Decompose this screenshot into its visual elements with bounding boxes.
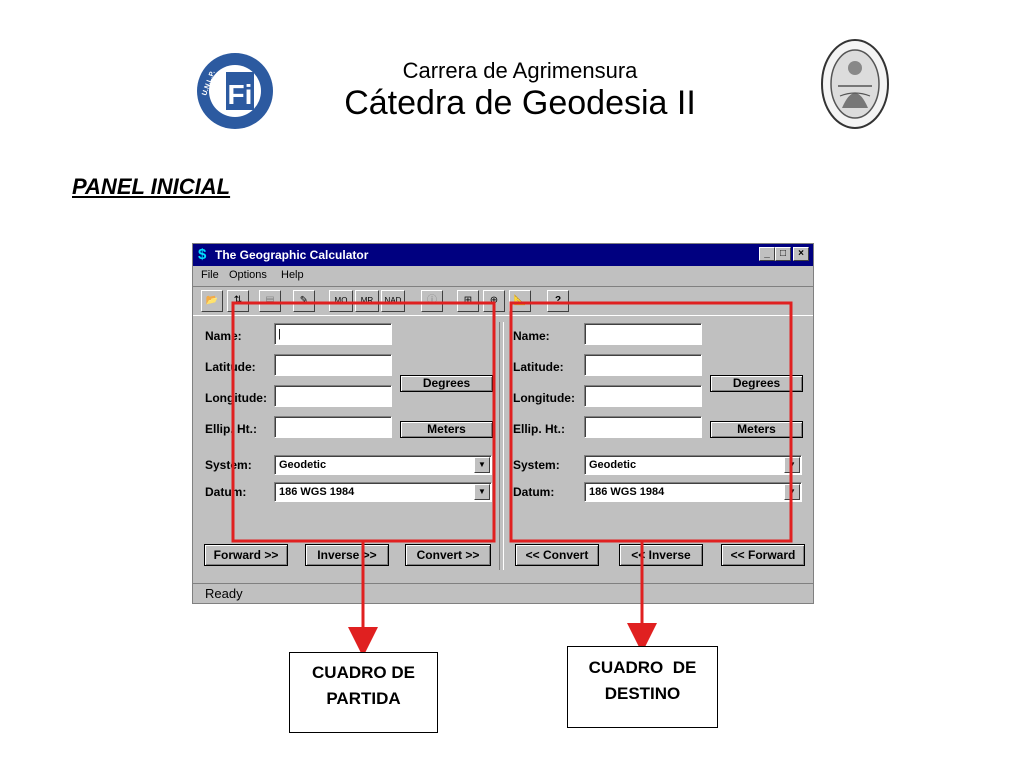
dest-system-value: Geodetic [589, 459, 637, 471]
dest-datum-value: 186 WGS 1984 [589, 486, 665, 498]
forward-button[interactable]: Forward >> [204, 544, 288, 566]
chevron-down-icon[interactable]: ▼ [474, 484, 490, 500]
window-title: The Geographic Calculator [215, 248, 369, 262]
origin-callout-line2: PARTIDA [326, 689, 401, 708]
open-file-icon[interactable]: 📂 [201, 290, 223, 312]
origin-latitude-field[interactable] [274, 354, 392, 376]
back-convert-button[interactable]: << Convert [515, 544, 599, 566]
dest-meters-button[interactable]: Meters [710, 421, 803, 438]
help-icon[interactable]: ? [547, 290, 569, 312]
faculty-logo-text: Fi [228, 79, 253, 110]
chevron-down-icon[interactable]: ▼ [474, 457, 490, 473]
destination-callout: CUADRO DE DESTINO [567, 646, 718, 728]
convert-button[interactable]: Convert >> [405, 544, 491, 566]
close-button[interactable]: × [793, 247, 809, 261]
origin-callout: CUADRO DE PARTIDA [289, 652, 438, 733]
menubar: File Options Help [193, 266, 813, 284]
origin-longitude-label: Longitude: [205, 391, 267, 405]
dest-longitude-field[interactable] [584, 385, 702, 407]
menu-help[interactable]: Help [281, 269, 304, 281]
slide-subtitle: Carrera de Agrimensura [402, 58, 638, 83]
university-seal [821, 39, 889, 129]
origin-system-value: Geodetic [279, 459, 327, 471]
origin-ellip-field[interactable] [274, 416, 392, 438]
dest-system-label: System: [513, 458, 560, 472]
back-forward-button[interactable]: << Forward [721, 544, 805, 566]
origin-highlight-box [231, 301, 496, 543]
minimize-button[interactable]: _ [759, 247, 775, 261]
status-bar: Ready [193, 583, 813, 604]
dest-datum-label: Datum: [513, 485, 555, 499]
dest-name-label: Name: [513, 329, 550, 343]
slide-title: Cátedra de Geodesia II [344, 84, 696, 122]
dest-ellip-field[interactable] [584, 416, 702, 438]
origin-meters-button[interactable]: Meters [400, 421, 493, 438]
origin-name-field[interactable]: | [274, 323, 392, 345]
toolbar: 📂 ⇅ ▤ ✎ MO MR NAD ⓘ ⊞ ⊕ 📐 ? [193, 286, 813, 316]
nad-tool-icon[interactable]: NAD [381, 290, 405, 312]
dest-ellip-label: Ellip. Ht.: [513, 422, 565, 436]
print-icon[interactable]: ▤ [259, 290, 281, 312]
panel-divider [499, 322, 504, 570]
destination-highlight-box [509, 301, 793, 543]
dest-latitude-label: Latitude: [513, 360, 564, 374]
destination-callout-line1: CUADRO DE [588, 658, 697, 677]
origin-datum-label: Datum: [205, 485, 247, 499]
status-text: Ready [205, 586, 243, 601]
info-icon[interactable]: ⓘ [421, 290, 443, 312]
panel-heading: PANEL INICIAL [72, 174, 231, 199]
origin-system-select[interactable]: Geodetic ▼ [274, 455, 492, 475]
maximize-button[interactable]: □ [775, 247, 791, 261]
back-inverse-button[interactable]: << Inverse [619, 544, 703, 566]
origin-system-label: System: [205, 458, 252, 472]
dest-name-field[interactable] [584, 323, 702, 345]
origin-ellip-label: Ellip. Ht.: [205, 422, 257, 436]
menu-options[interactable]: Options [229, 269, 267, 281]
mr-tool-icon[interactable]: MR [355, 290, 379, 312]
origin-degrees-button[interactable]: Degrees [400, 375, 493, 392]
grid-icon[interactable]: ⊞ [457, 290, 479, 312]
origin-datum-value: 186 WGS 1984 [279, 486, 355, 498]
app-icon: $ [198, 246, 207, 263]
mo-tool-icon[interactable]: MO [329, 290, 353, 312]
origin-longitude-field[interactable] [274, 385, 392, 407]
origin-latitude-label: Latitude: [205, 360, 256, 374]
dest-degrees-button[interactable]: Degrees [710, 375, 803, 392]
dest-longitude-label: Longitude: [513, 391, 575, 405]
destination-callout-line2: DESTINO [604, 684, 681, 703]
menu-file[interactable]: File [201, 269, 219, 281]
origin-callout-line1: CUADRO DE [312, 663, 415, 682]
dest-latitude-field[interactable] [584, 354, 702, 376]
dest-system-select[interactable]: Geodetic ▼ [584, 455, 802, 475]
ruler-icon[interactable]: 📐 [509, 290, 531, 312]
origin-datum-select[interactable]: 186 WGS 1984 ▼ [274, 482, 492, 502]
window-titlebar: $ The Geographic Calculator _ □ × [193, 244, 813, 266]
faculty-logo: Fi U.N.L.P. [197, 53, 273, 129]
edit-icon[interactable]: ✎ [293, 290, 315, 312]
